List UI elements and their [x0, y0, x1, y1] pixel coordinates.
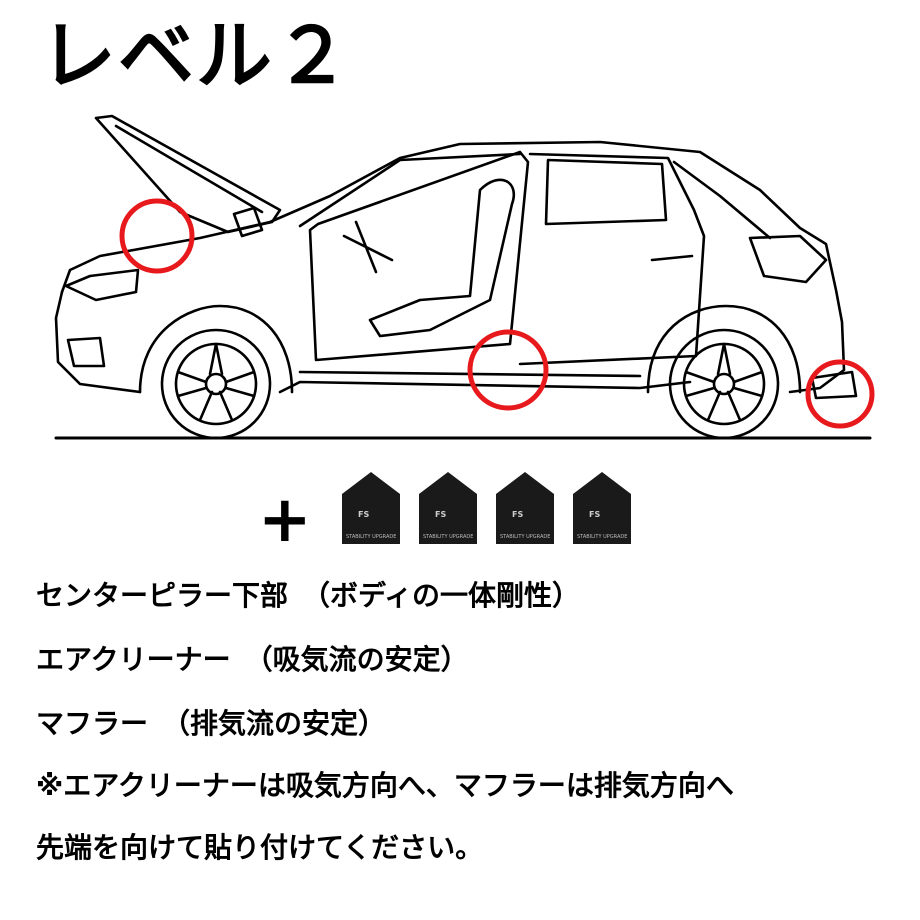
sticker-tag-2: FS STABILITY UPGRADE [417, 470, 479, 546]
muffler [810, 370, 858, 400]
rear-wheel [668, 328, 780, 440]
line-note-direction: ※エアクリーナーは吸気方向へ、マフラーは排気方向へ [36, 769, 734, 802]
sticker-tag-1: FS STABILITY UPGRADE [340, 470, 402, 546]
plus-sign: + [258, 483, 312, 557]
sticker-tag-4: FS STABILITY UPGRADE [571, 470, 633, 546]
line-note-attach: 先端を向けて貼り付けてください。 [36, 831, 484, 864]
line-muffler: マフラー （排気流の安定） [36, 707, 387, 740]
pentagon-sticker-icon [496, 472, 554, 544]
marker-air-cleaner [119, 198, 195, 274]
seat [368, 178, 515, 338]
car-body-outline [60, 140, 846, 394]
headlight [64, 268, 140, 302]
tag-logo: FS [358, 510, 370, 519]
tag-label: STABILITY UPGRADE [577, 534, 627, 540]
rear-door [518, 152, 706, 366]
page-title: レベル２ [40, 11, 352, 100]
tag-label: STABILITY UPGRADE [423, 534, 473, 540]
tag-logo: FS [512, 510, 524, 519]
front-wheel [160, 328, 272, 440]
sticker-tag-3: FS STABILITY UPGRADE [494, 470, 556, 546]
line-center-pillar: センターピラー下部 （ボディの一体剛性） [36, 579, 581, 612]
marker-center-pillar [467, 329, 549, 411]
tag-label: STABILITY UPGRADE [500, 534, 550, 540]
tail-light [748, 234, 828, 284]
marker-muffler [805, 359, 875, 429]
tag-label: STABILITY UPGRADE [346, 534, 396, 540]
pentagon-sticker-icon [342, 472, 400, 544]
front-door-opening [308, 150, 530, 362]
tag-logo: FS [589, 510, 601, 519]
pentagon-sticker-icon [419, 472, 477, 544]
hood-panel [94, 114, 282, 234]
pentagon-sticker-icon [573, 472, 631, 544]
car-illustration [54, 114, 875, 440]
line-air-cleaner: エアクリーナー （吸気流の安定） [36, 643, 469, 676]
tag-logo: FS [435, 510, 447, 519]
